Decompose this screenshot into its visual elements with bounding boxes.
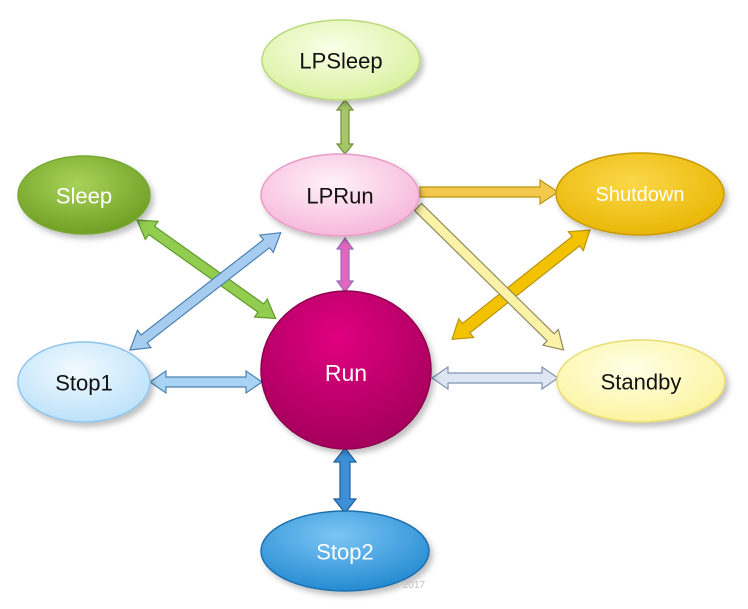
arrow-lprun-shutdown [419, 178, 560, 206]
arrow-stop1-lprun [129, 231, 282, 351]
arrows [129, 99, 591, 514]
node-sleep: Sleep [17, 155, 151, 235]
node-shutdown: Shutdown [555, 152, 725, 236]
run-ellipse [260, 290, 432, 450]
node-run: Run [260, 290, 432, 450]
arrow-shutdown-run [451, 229, 591, 340]
sleep-ellipse [17, 155, 151, 235]
node-stop2: Stop2 [260, 510, 430, 592]
run-label: Run [325, 360, 367, 386]
arrow-run-standby [430, 365, 560, 391]
footer-year: 2017 [402, 580, 426, 591]
lprun-ellipse [260, 153, 420, 237]
sleep-label: Sleep [56, 184, 112, 209]
arrow-lprun-run [335, 236, 355, 294]
shutdown-label: Shutdown [596, 184, 685, 206]
node-lpsleep: LPSleep [261, 19, 421, 101]
lpsleep-ellipse [261, 19, 421, 101]
lprun-label: LPRun [306, 184, 373, 209]
stop1-ellipse [17, 341, 151, 423]
arrow-sleep-run [136, 219, 277, 320]
stop2-ellipse [260, 510, 430, 592]
shutdown-ellipse [555, 152, 725, 236]
arrow-run-stop2 [332, 447, 358, 514]
node-lprun: LPRun [260, 153, 420, 237]
arrow-lpsleep-lprun [335, 99, 355, 155]
standby-ellipse [556, 339, 726, 423]
stop1-label: Stop1 [55, 371, 113, 396]
standby-label: Standby [601, 370, 682, 395]
node-standby: Standby [556, 339, 726, 423]
node-stop1: Stop1 [17, 341, 151, 423]
arrow-stop1-run [148, 369, 264, 395]
lpsleep-label: LPSleep [299, 49, 382, 74]
stop2-label: Stop2 [316, 540, 374, 565]
arrow-lprun-standby [413, 202, 565, 351]
